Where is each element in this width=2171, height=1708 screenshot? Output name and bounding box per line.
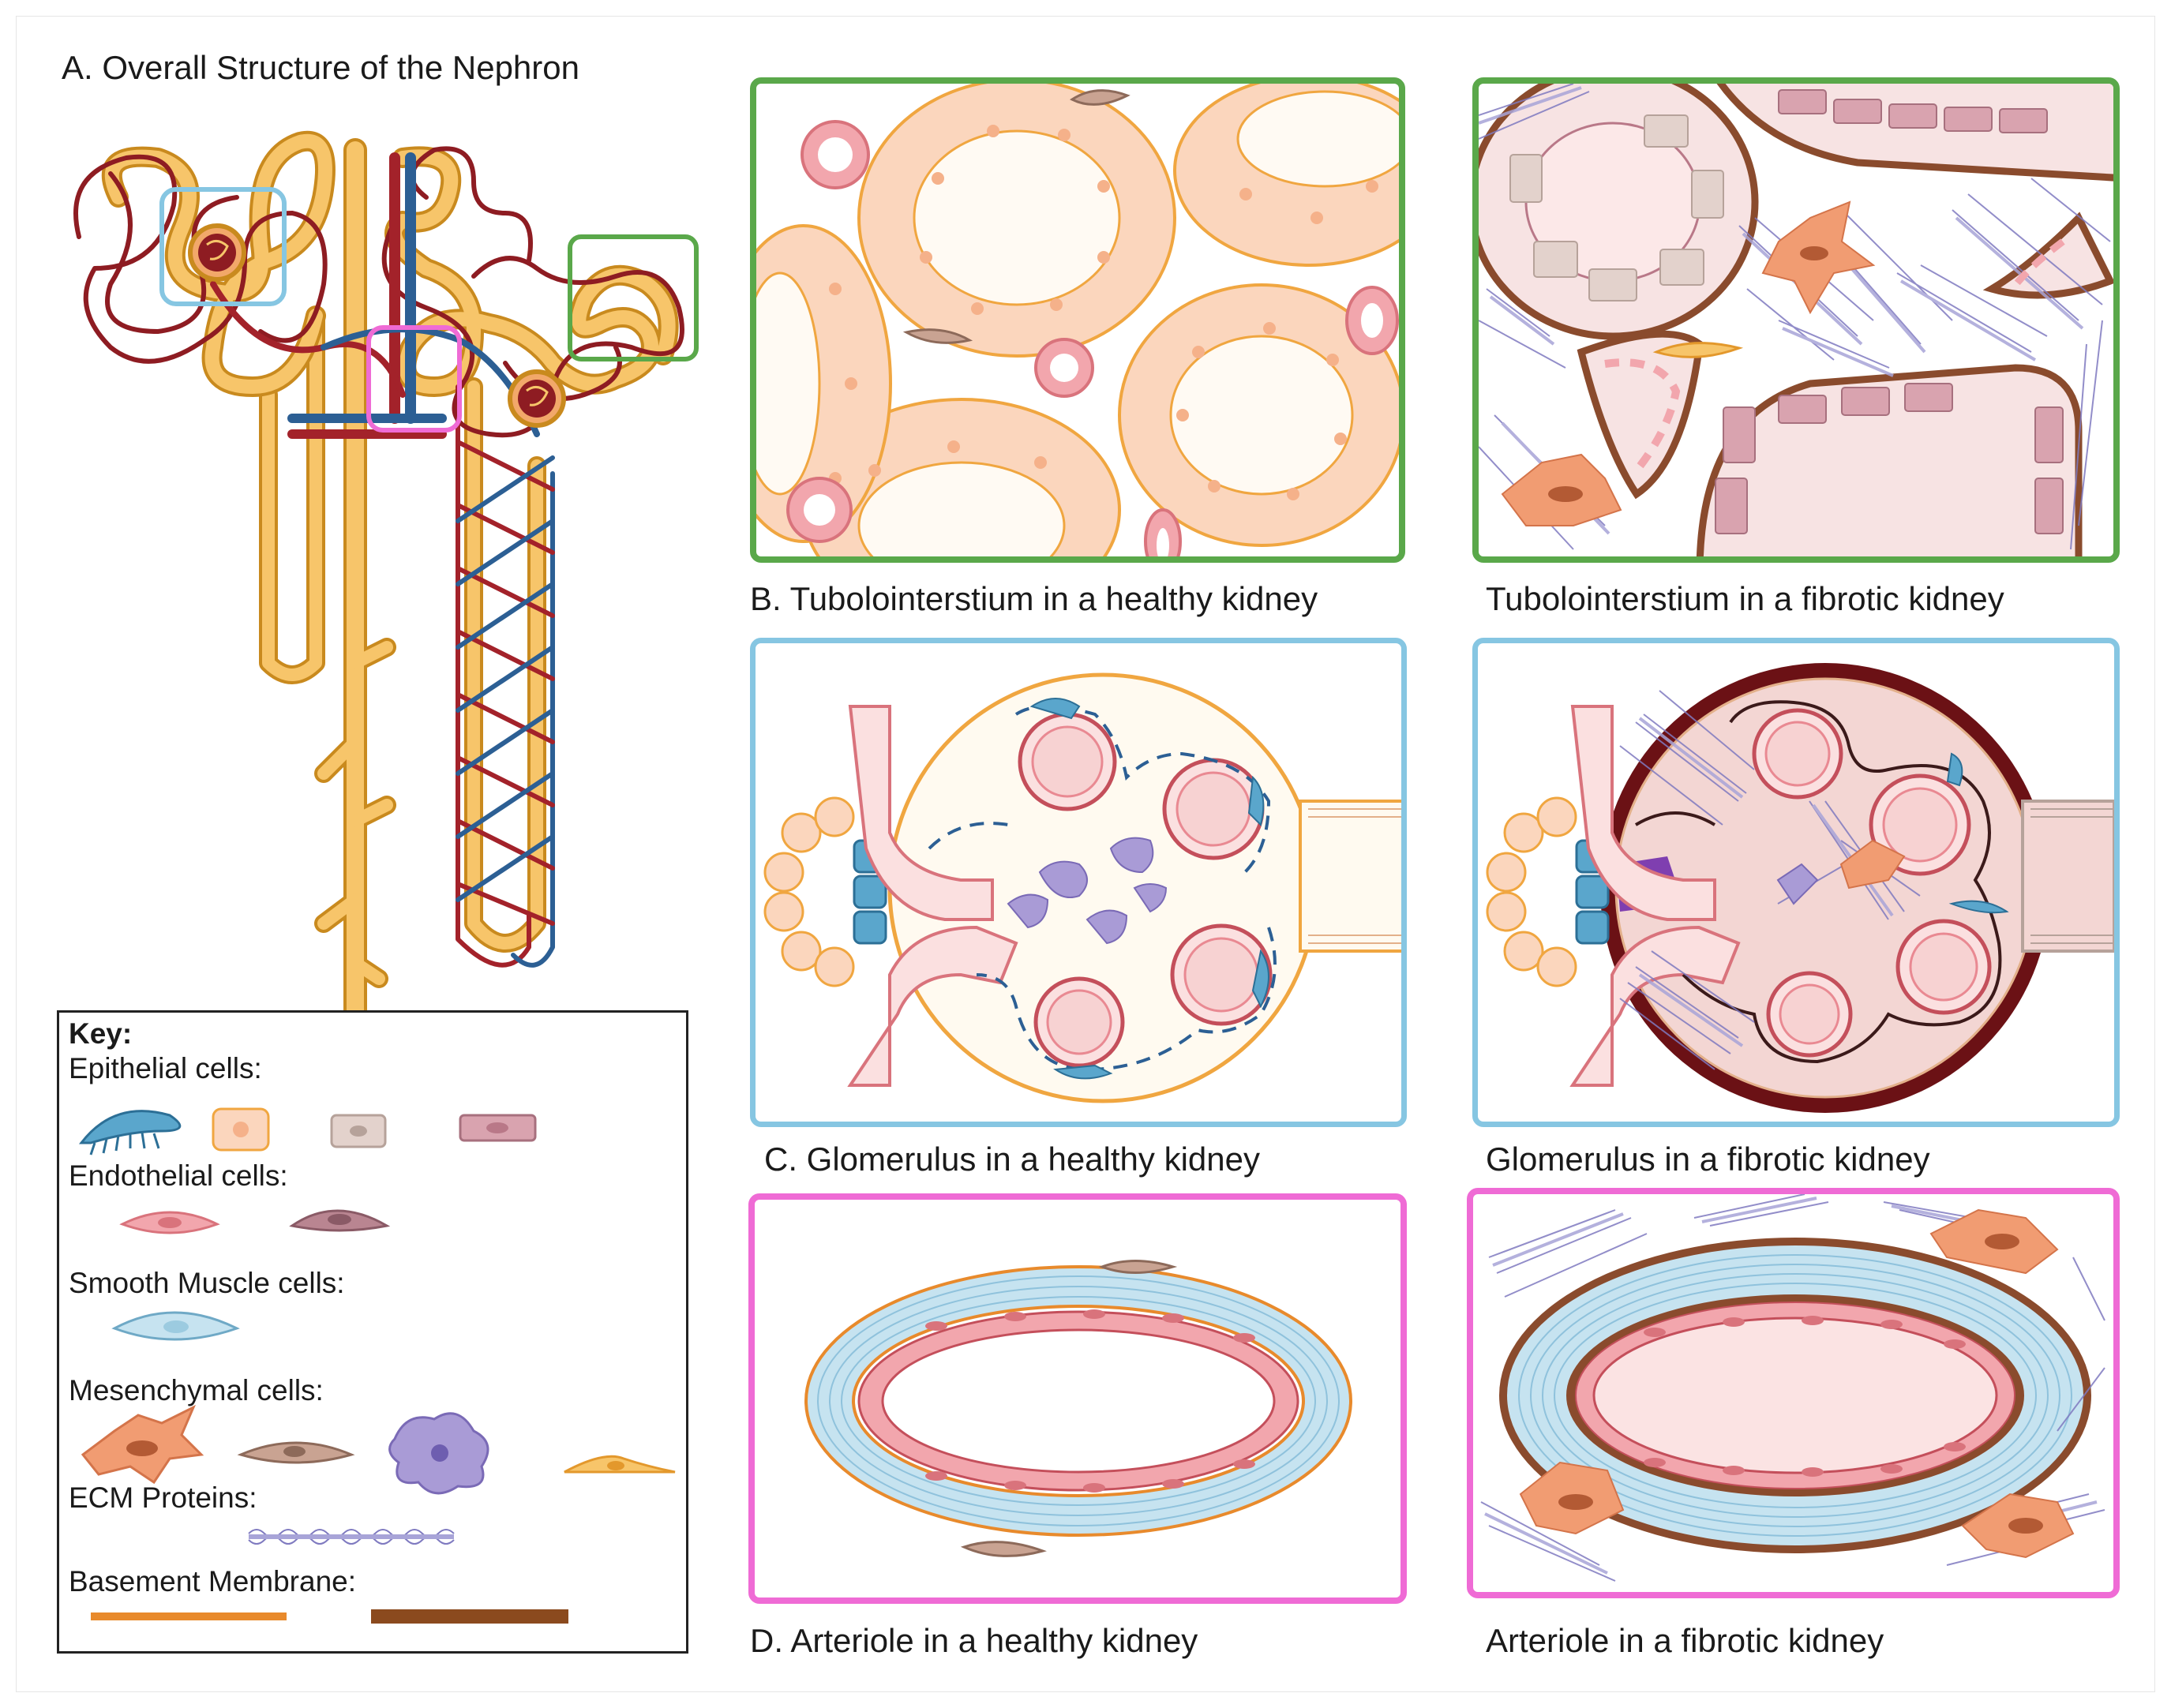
panel-d-fibrotic-arteriole [1467, 1188, 2120, 1598]
loop-of-henle-right [464, 377, 546, 953]
panel-d-fibrotic-caption: Arteriole in a fibrotic kidney [1486, 1622, 1884, 1659]
key-basement-label: Basement Membrane: [69, 1565, 357, 1598]
panel-b-fibrotic-tubulointerstitium [1472, 77, 2120, 563]
glomerulus-left [188, 223, 246, 282]
panel-b-fibrotic-caption: Tubolointerstium in a fibrotic kidney [1486, 580, 2004, 617]
key-epithelial-label: Epithelial cells: [69, 1052, 262, 1084]
key-endothelial-label: Endothelial cells: [69, 1159, 288, 1192]
fibrotic-tubules-illustration [1479, 84, 2113, 556]
basement-membrane-fibrotic-icon [371, 1609, 568, 1624]
panel-b-caption: B. Tubolointerstium in a healthy kidney [750, 580, 1318, 617]
myofibroblast-icon [81, 1404, 204, 1485]
panel-c-healthy-glomerulus [750, 638, 1407, 1127]
healthy-arteriole-illustration [804, 1260, 1352, 1557]
figure-frame [16, 16, 2155, 1692]
fibrotic-glomerulus-illustration [1486, 663, 2114, 1113]
legend-key: Key: Epithelial cells: Endothelial cells… [57, 1010, 688, 1654]
panel-a-title: A. Overall Structure of the Nephron [62, 49, 579, 86]
panel-d-healthy-arteriole [748, 1193, 1407, 1604]
panel-c-fibrotic-caption: Glomerulus in a fibrotic kidney [1486, 1141, 1930, 1178]
glomerulus-right [508, 369, 566, 428]
healthy-glomerulus-illustration [763, 672, 1401, 1103]
key-mesenchymal-label: Mesenchymal cells: [69, 1374, 324, 1406]
panel-c-fibrotic-glomerulus [1472, 638, 2120, 1127]
ecm-fibril-icon [248, 1529, 455, 1545]
key-ecm-label: ECM Proteins: [69, 1481, 257, 1514]
loop-of-henle-left [259, 306, 325, 684]
key-swatches [78, 1107, 676, 1624]
panel-c-caption: C. Glomerulus in a healthy kidney [764, 1141, 1260, 1178]
nephron-diagram [73, 130, 699, 1018]
healthy-tubules-illustration [756, 84, 1399, 556]
highlight-box-glomerulus [159, 187, 287, 306]
fibrotic-arteriole-illustration [1480, 1194, 2105, 1582]
highlight-box-tubule [568, 234, 699, 361]
panel-b-healthy-tubulointerstitium [750, 77, 1405, 563]
podocyte-icon [78, 1110, 182, 1156]
key-title: Key: [69, 1017, 133, 1050]
key-smooth-muscle-label: Smooth Muscle cells: [69, 1267, 345, 1299]
highlight-box-arteriole [366, 325, 462, 433]
basement-membrane-healthy-icon [91, 1612, 287, 1620]
panel-d-caption: D. Arteriole in a healthy kidney [750, 1622, 1198, 1659]
vasa-recta [456, 384, 555, 968]
